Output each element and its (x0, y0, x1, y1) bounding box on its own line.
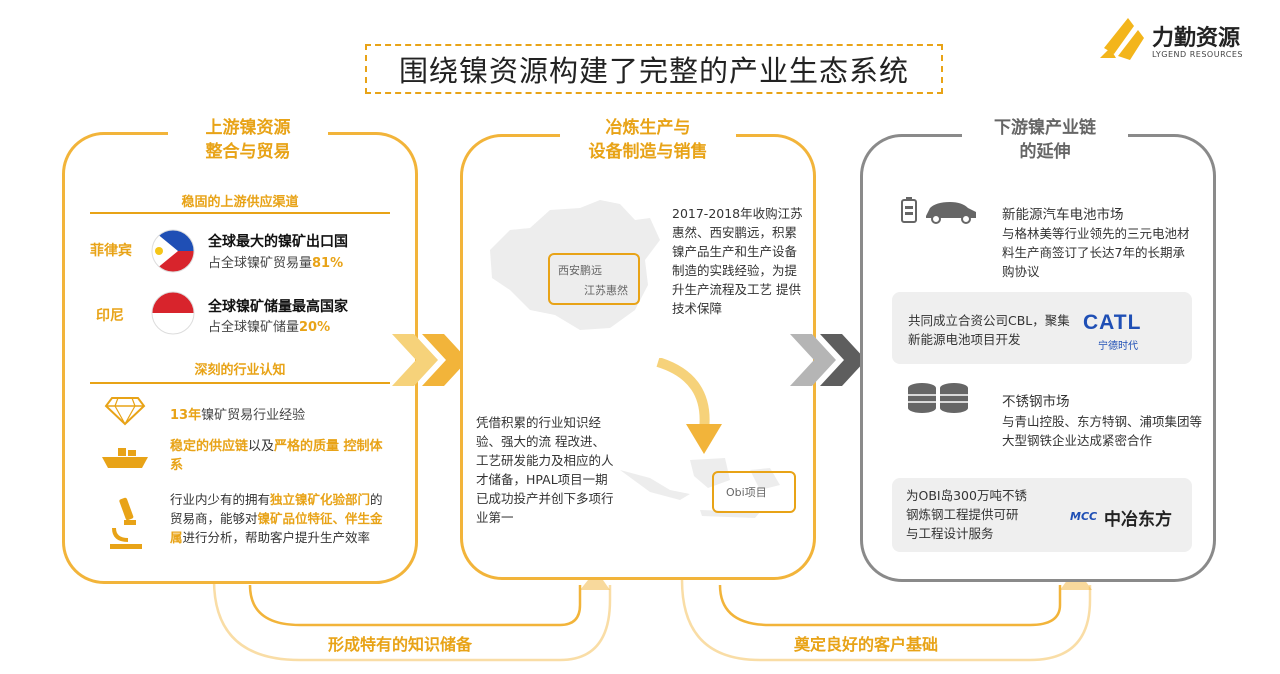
ph-sub-value: 81% (312, 256, 344, 271)
curved-arrow-icon (656, 358, 722, 454)
catl-logo-sub: 宁德时代 (1098, 341, 1138, 352)
country-indonesia: 印尼 (96, 308, 124, 324)
ev-market-title: 新能源汽车电池市场 (1002, 207, 1124, 223)
downstream-title: 下游镍产业链 的延伸 (962, 116, 1128, 164)
section-divider (90, 382, 390, 384)
id-sub-value: 20% (299, 320, 331, 335)
catl-logo: CATL (1083, 311, 1142, 334)
stainless-market-title: 不锈钢市场 (1002, 394, 1070, 410)
acquisition-text: 2017-2018年收购江苏惠然、西安鹏远，积累镍产品生产和生产设备制造的实践经… (672, 206, 803, 316)
mcc-logo: 中冶东方 (1104, 510, 1172, 530)
stainless-market-text: 与青山控股、东方特钢、浦项集团等大型钢铁企业达成紧密合作 (1002, 414, 1203, 448)
upstream-section1-heading: 稳固的上游供应渠道 (181, 195, 299, 210)
smelting-title-line1: 冶炼生产与 (605, 118, 691, 138)
map-location-box (548, 253, 640, 305)
experience-text: 13年镍矿贸易行业经验 (170, 404, 305, 423)
catl-box (892, 292, 1192, 364)
diamond-icon (104, 397, 146, 426)
supply-chain-text: 稳定的供应链以及严格的质量 控制体系 (170, 437, 395, 475)
lab-text-a: 行业内少有的拥有 (170, 492, 271, 507)
page-title: 围绕镍资源构建了完整的产业生态系统 (365, 44, 943, 94)
chevron-right-icon (790, 334, 866, 386)
logo-name: 力勤资源 (1152, 26, 1241, 51)
smelting-title: 冶炼生产与 设备制造与销售 (560, 116, 736, 164)
country-philippines: 菲律宾 (90, 243, 132, 259)
lygend-logo-icon (1100, 18, 1144, 60)
section-divider (90, 212, 390, 214)
ev-market-text: 与格林美等行业领先的三元电池材料生产商签订了长达7年的长期承购协议 (1002, 226, 1190, 279)
lab-text-c: 进行分析，帮助客户提升生产效率 (182, 530, 371, 545)
lab-text-hl2: 镍矿品位特征、伴生金属 (170, 511, 383, 545)
id-sub-text: 占全球镍矿储量20% (208, 316, 330, 335)
ship-icon (102, 448, 148, 468)
experience-years: 13年 (170, 408, 202, 423)
upstream-title: 上游镍资源 整合与贸易 (168, 116, 328, 164)
lab-text-b: 的贸易商，能够对 (170, 492, 383, 526)
indonesia-map-icon (620, 458, 780, 518)
mcc-logo-prefix: MCC (1070, 510, 1098, 523)
mcc-box (892, 478, 1192, 552)
ph-sub-text: 占全球镍矿贸易量81% (208, 252, 343, 271)
map-label-xian: 西安鹏远 (558, 264, 602, 277)
ph-sub-prefix: 占全球镍矿贸易量 (208, 256, 313, 271)
quality-control-hl: 严格的质量 控制体系 (170, 439, 383, 473)
chevron-right-icon (392, 334, 468, 386)
microscope-icon (110, 497, 142, 549)
upstream-title-line1: 上游镍资源 (205, 118, 291, 138)
smelting-panel (460, 134, 816, 580)
logo-subtitle: LYGEND RESOURCES (1152, 50, 1243, 59)
battery-car-icon (901, 197, 976, 224)
philippines-flag-icon (151, 229, 195, 273)
ph-strong-text: 全球最大的镍矿出口国 (208, 234, 348, 250)
supply-chain-mid: 以及 (248, 439, 275, 454)
upstream-section2-heading: 深刻的行业认知 (194, 363, 286, 378)
lab-text-hl1: 独立镍矿化验部门 (270, 492, 371, 507)
downstream-title-line1: 下游镍产业链 (994, 118, 1096, 138)
china-map-icon (490, 200, 660, 330)
mcc-text: 为OBI岛300万吨不锈钢炼钢工程提供可研与工程设计服务 (906, 488, 1027, 541)
obi-location-box (712, 471, 796, 513)
bottom-label-customers: 奠定良好的客户基础 (784, 631, 949, 655)
experience-rest: 镍矿贸易行业经验 (201, 408, 306, 423)
catl-text: 共同成立合资公司CBL，聚集新能源电池项目开发 (908, 313, 1070, 347)
id-strong-text: 全球镍矿储量最高国家 (208, 299, 348, 315)
supply-chain-hl: 稳定的供应链 (170, 439, 249, 454)
upstream-title-line2: 整合与贸易 (205, 142, 291, 162)
smelting-title-line2: 设备制造与销售 (588, 142, 708, 162)
steel-coils-icon (908, 383, 968, 413)
map-label-jiangsu: 江苏惠然 (584, 284, 628, 297)
lab-text: 行业内少有的拥有独立镍矿化验部门的贸易商，能够对镍矿品位特征、伴生金属进行分析，… (170, 490, 395, 547)
obi-label: Obi项目 (726, 486, 767, 499)
hpal-text: 凭借积累的行业知识经验、强大的流 程改进、工艺研发能力及相应的人才储备，HPAL… (476, 415, 614, 525)
bottom-label-knowledge: 形成特有的知识储备 (318, 631, 483, 655)
indonesia-flag-icon (151, 291, 195, 335)
id-sub-prefix: 占全球镍矿储量 (208, 320, 300, 335)
downstream-title-line2: 的延伸 (1019, 142, 1071, 162)
